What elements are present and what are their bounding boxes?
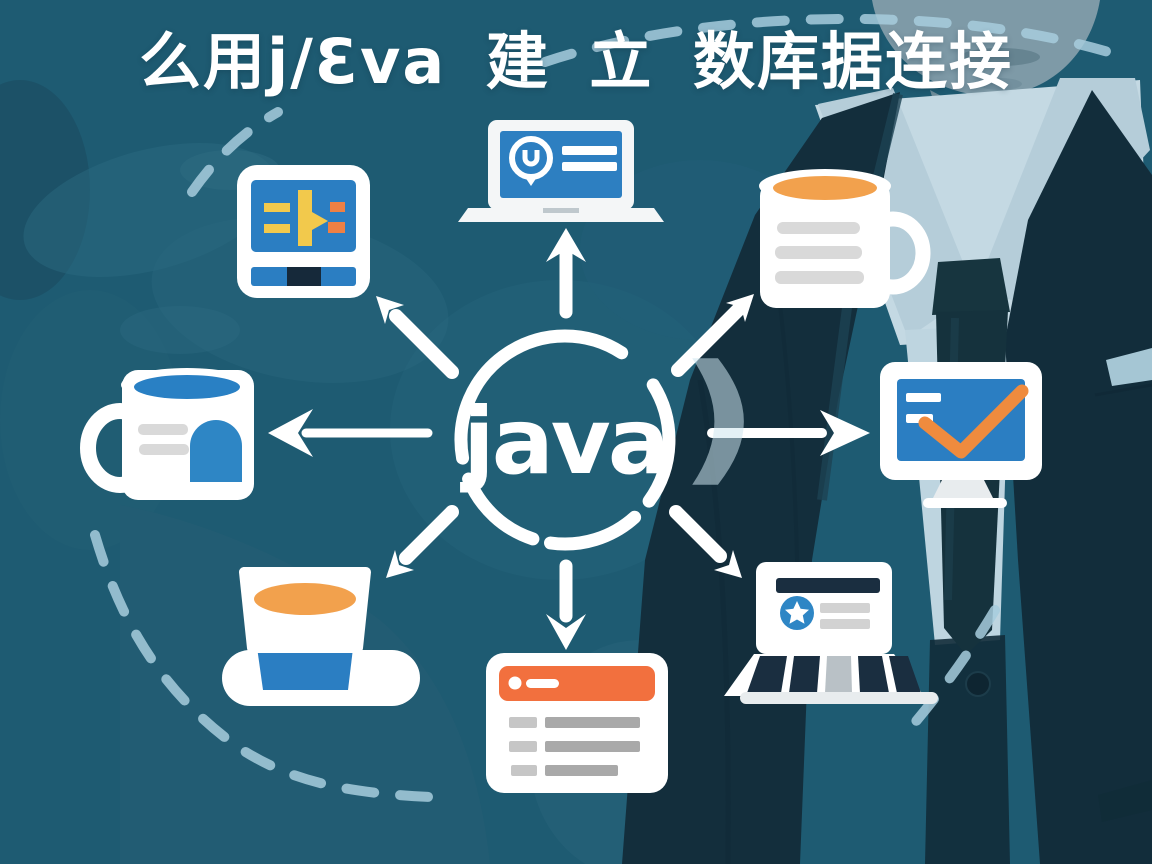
dashed-arc-top [540,13,1123,67]
arrow-left [268,409,433,457]
breast-pocket [1094,383,1152,397]
star-icon [785,601,809,624]
laptop-star-document-icon [724,562,938,704]
arrow-down [546,559,586,650]
document-card-icon [486,653,668,793]
hip-pocket-flap [1098,780,1152,822]
arrow-up [546,228,586,319]
dashed-arc-bottom-left [90,530,435,802]
arrow-right [707,410,870,456]
hub-bracket-glyph: ) [678,335,760,500]
code-monitor-icon [237,165,370,298]
hub-java-label: java [463,387,670,495]
dashed-orbit-arcs [90,13,1123,802]
dashed-arc-upper-left [187,107,283,197]
jacket-right [1005,90,1152,864]
coffee-cup-saucer-icon [222,567,420,706]
poster-title: 么用j/Ɛva 建 立 数库据连接 [138,25,1014,98]
arrow-up-left [376,296,459,379]
checkmark [918,384,1029,459]
mouth [960,48,1040,66]
radial-arrows [268,228,870,650]
arrow-down-right [669,505,742,578]
pocket-square [1106,348,1152,386]
arrow-up-right [671,294,754,377]
coffee-mug-document-icon [759,169,931,308]
mug-database-icon [80,368,254,500]
hub-ring [454,329,676,551]
node-icons [80,120,1042,793]
monitor-checkmark-icon [880,362,1042,508]
jacket-button [965,671,991,697]
laptop-pin-badge-icon [458,120,664,222]
dashed-arc-bottom-right [895,605,1000,745]
chin-crease [978,78,1022,90]
tie-knot [932,258,1010,315]
jacket-closure [925,635,1010,864]
arrow-down-left [386,505,459,578]
